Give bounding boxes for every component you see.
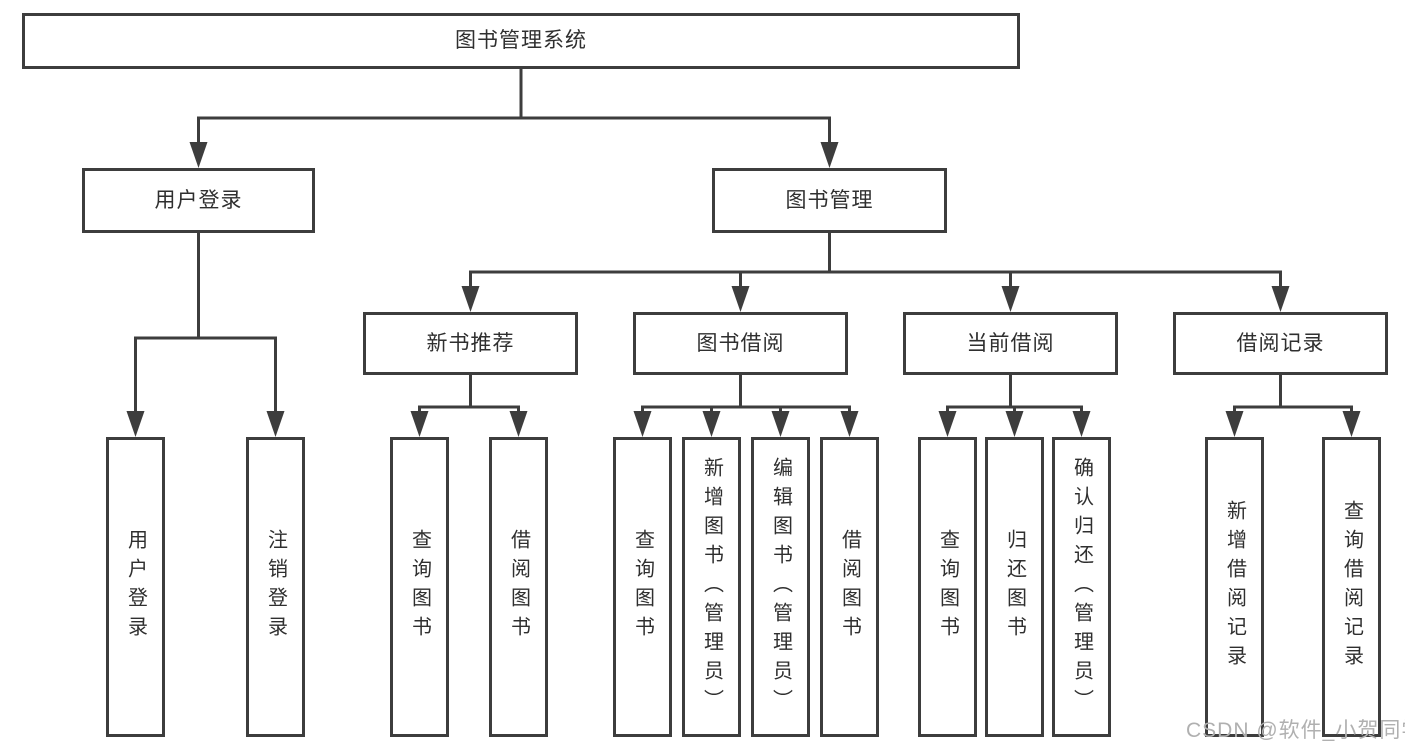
arrow-icon bbox=[633, 411, 652, 437]
arrow-icon bbox=[731, 286, 750, 312]
leaf-borrow-books-recommend: 借阅图书 bbox=[489, 437, 548, 737]
node-book-borrowing: 图书借阅 bbox=[633, 312, 848, 375]
arrow-icon bbox=[840, 411, 859, 437]
arrow-icon bbox=[410, 411, 429, 437]
leaf-add-borrow-record: 新增借阅记录 bbox=[1205, 437, 1264, 737]
arrow-icon bbox=[938, 411, 957, 437]
leaf-add-book-admin: 新增图书（管理员） bbox=[682, 437, 741, 737]
arrow-icon bbox=[820, 142, 839, 168]
connector-bookborrow-to-leaves bbox=[641, 375, 851, 413]
arrow-icon bbox=[1001, 286, 1020, 312]
node-new-book-recommendation: 新书推荐 bbox=[363, 312, 578, 375]
connector-root-to-level2 bbox=[197, 69, 831, 144]
arrow-icon bbox=[702, 411, 721, 437]
arrow-icon bbox=[461, 286, 480, 312]
node-library-management-system: 图书管理系统 bbox=[22, 13, 1020, 69]
arrow-icon bbox=[1005, 411, 1024, 437]
arrow-icon bbox=[771, 411, 790, 437]
leaf-confirm-return-admin: 确认归还（管理员） bbox=[1052, 437, 1111, 737]
arrow-icon bbox=[266, 411, 285, 437]
leaf-user-login: 用户登录 bbox=[106, 437, 165, 737]
node-borrowing-records: 借阅记录 bbox=[1173, 312, 1388, 375]
leaf-borrow-books: 借阅图书 bbox=[820, 437, 879, 737]
leaf-logout: 注销登录 bbox=[246, 437, 305, 737]
leaf-query-borrow-record: 查询借阅记录 bbox=[1322, 437, 1381, 737]
leaf-return-book: 归还图书 bbox=[985, 437, 1044, 737]
connector-userlogin-to-leaves bbox=[134, 233, 277, 413]
arrow-icon bbox=[189, 142, 208, 168]
watermark: CSDN @软件_小贺同学 bbox=[1186, 719, 1405, 742]
connector-bookmgmt-to-level3 bbox=[469, 233, 1282, 288]
arrow-icon bbox=[1072, 411, 1091, 437]
connector-currentborrow-to-leaves bbox=[946, 375, 1083, 413]
connector-borrowrecords-to-leaves bbox=[1233, 375, 1353, 413]
leaf-query-books-current: 查询图书 bbox=[918, 437, 977, 737]
arrow-icon bbox=[1342, 411, 1361, 437]
connector-newbook-to-leaves bbox=[418, 375, 520, 413]
leaf-edit-book-admin: 编辑图书（管理员） bbox=[751, 437, 810, 737]
arrow-icon bbox=[1225, 411, 1244, 437]
leaf-query-books-borrow: 查询图书 bbox=[613, 437, 672, 737]
arrow-icon bbox=[509, 411, 528, 437]
arrow-icon bbox=[126, 411, 145, 437]
arrow-icon bbox=[1271, 286, 1290, 312]
node-current-borrowing: 当前借阅 bbox=[903, 312, 1118, 375]
node-user-login: 用户登录 bbox=[82, 168, 315, 233]
node-book-management: 图书管理 bbox=[712, 168, 947, 233]
leaf-query-books-recommend: 查询图书 bbox=[390, 437, 449, 737]
